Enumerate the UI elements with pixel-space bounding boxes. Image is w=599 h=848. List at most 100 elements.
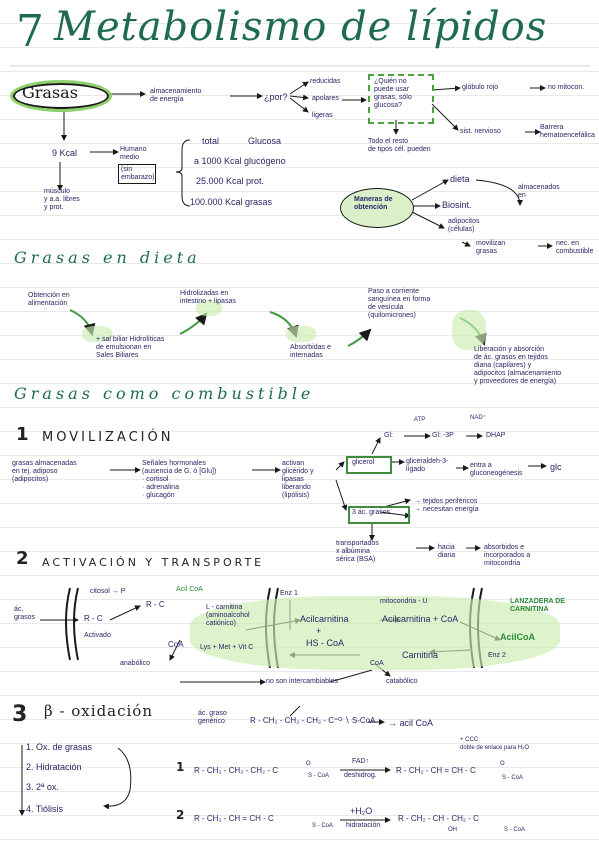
adipocitos-text: adipocitos (células) — [448, 218, 480, 233]
cis-note: + CCC doble de enlace para H₂O — [460, 737, 530, 751]
dieta-step-1: Obtención en alimentación — [28, 292, 70, 307]
step-number-3: 3 — [12, 702, 28, 727]
sist-nervioso-text: sist. nervioso — [460, 128, 501, 135]
acidos-grasos-text: 3 ác. grasos — [352, 509, 391, 516]
acilcarnitina-text: Acilcarnitina — [300, 614, 349, 624]
s-coa-label-4: S - CoA — [504, 827, 526, 833]
r-c-formula: R - C — [84, 614, 103, 623]
coa-a-text: CoA — [168, 640, 184, 649]
transport-highlight — [190, 596, 560, 670]
s-coa-label-3: S - CoA — [312, 823, 334, 829]
reducidas-text: reducidas — [310, 78, 341, 85]
acilcarnitina-coa: Acilcarnitina + CoA — [382, 614, 459, 624]
highlight — [82, 326, 112, 342]
beta-step-3: 3. 2ª ox. — [26, 782, 59, 792]
todo-resto-text: Todo el resto de tipos cél. pueden — [368, 138, 431, 153]
dieta-heading: Grasas en dieta — [14, 248, 201, 267]
dieta-text: dieta — [450, 174, 470, 184]
oh-label: OH — [448, 827, 457, 833]
anabolico-text: anabólico — [120, 660, 150, 667]
reaction-1-number: 1 — [176, 760, 185, 774]
por-que-text: ¿por? — [264, 92, 288, 102]
chapter-number: 7 — [16, 6, 44, 57]
o-label-2: O — [500, 761, 505, 767]
highlight — [196, 300, 222, 316]
reserva-glucogeno: a 1000 Kcal glucógeno — [194, 156, 286, 166]
grasas-label: Grasas — [22, 83, 78, 102]
plus-sign: + — [316, 626, 322, 636]
transportados-text: transportados x albúmina sérica (BSA) — [336, 540, 379, 563]
entra-gluconeo: entra a gluconeogénesis — [470, 462, 523, 477]
l-carnitina-text: L - carnitina (aminoalcohol catiónico) — [206, 604, 250, 627]
glucosa-text: Glucosa — [248, 136, 282, 146]
dieta-step-6: Liberación y absorción de ác. grasos en … — [474, 346, 562, 385]
quien-box — [368, 74, 434, 124]
movilizan-text: movilizan grasas — [476, 240, 506, 255]
glicerol-box — [346, 456, 392, 474]
hs-coa-text: HS - CoA — [306, 638, 345, 648]
hidratacion-text: hidratación — [346, 822, 381, 829]
acidos-grasos-box — [348, 506, 410, 524]
enz2-text: Enz 2 — [488, 652, 506, 659]
dieta-step-5: Paso a corriente sanguínea en forma de v… — [368, 288, 431, 319]
reaction-2-right: R - CH₂ - CH - CH₂ - C — [398, 814, 479, 823]
enz1-text: Enz 1 — [280, 590, 298, 597]
r-c-formula-2: R - C — [146, 600, 165, 609]
ligeras-text: ligeras — [312, 112, 333, 119]
gl-text: Gl: — [384, 432, 393, 439]
coa-text: CoA — [370, 660, 384, 667]
lanzadera-text: LANZADERA DE CARNITINA — [510, 598, 565, 613]
nad-text: NAD⁺ — [470, 415, 486, 421]
maneras-ellipse — [340, 188, 414, 228]
barrera-text: Barrera hematoencefálica — [540, 124, 595, 139]
biosint-text: Biosint. — [442, 200, 472, 210]
acil-coa-mito: AcilCoA — [500, 632, 536, 642]
s-coa-label: S - CoA — [308, 773, 330, 779]
catabolico-text: catabólico — [386, 678, 418, 685]
acil-coa-result: → acil CoA — [388, 718, 434, 728]
h2o-text: +H₂O — [350, 806, 373, 816]
no-intercambiables: no son intercambiables — [266, 678, 338, 685]
nec-energ-text: nec. en combustible — [556, 240, 594, 255]
glc-text: glc — [550, 462, 562, 472]
beta-step-4: 4. Tiólisis — [26, 804, 64, 814]
acil-coa-label: Acil CoA — [176, 586, 203, 593]
sin-embarazo-box — [118, 164, 156, 184]
citosol-text: citosol → P — [90, 588, 126, 595]
highlight — [452, 310, 486, 350]
movilizacion-heading: MOVILIZACIÓN — [42, 430, 174, 445]
grasas-pill — [10, 80, 112, 112]
dhap-text: DHAP — [486, 432, 506, 439]
maneras-text: Maneras de obtención — [354, 196, 393, 211]
lys-text: Lys + Met + Vit C — [200, 644, 254, 651]
fad-text: FAD↑ — [352, 758, 370, 765]
activacion-heading: ACTIVACIÓN Y TRANSPORTE — [42, 556, 265, 569]
grasas-almacenadas: grasas almacenadas en tej. adiposo (adip… — [12, 460, 77, 483]
sin-embarazo-text: (sin embarazo) — [121, 166, 155, 181]
atp-text: ATP — [414, 417, 426, 423]
globulo-text: glóbulo rojo — [462, 84, 499, 91]
reserva-grasas: 100.000 Kcal grasas — [190, 197, 273, 207]
activado-text: Activado — [84, 632, 111, 639]
glicerol-text: glicerol — [352, 459, 375, 466]
humano-text: Humano medio — [120, 146, 147, 161]
ac-grasos-text: ác. grasos — [14, 606, 36, 621]
gliceraldeh-text: gliceraldeh-3- lígado — [406, 458, 449, 473]
absorbidos-text: absorbidos e incorporados a mitocondria — [484, 544, 531, 567]
dieta-step-2: + sal biliar Hidrolíticas de emulsionan … — [96, 336, 165, 359]
step-number-1: 1 — [16, 424, 29, 445]
o-label: O — [306, 761, 311, 767]
tejidos-perif: → tejidos periféricos → necesitan energí… — [414, 498, 479, 513]
reaction-1-right: R - CH₂ - CH = CH - C — [396, 766, 476, 775]
reserva-prot: 25.000 Kcal prot. — [196, 176, 265, 186]
total-text: total — [202, 136, 220, 146]
deshidrog-text: deshidrog. — [344, 772, 377, 779]
hacia-diana: hacia diana — [438, 544, 456, 559]
step-number-2: 2 — [16, 548, 29, 569]
formula-acil: R - CH₂ - CH₂ - CH₂ - C⁼ᴼ ∖ S-CoA — [250, 716, 376, 725]
almacenamiento-text: almacenamiento de energía — [150, 88, 202, 103]
mitocondria-text: mitocondria - U — [380, 598, 428, 605]
reaction-1-left: R - CH₂ - CH₂ - CH₂ - C — [194, 766, 278, 775]
page-title: Metabolismo de lípidos — [54, 4, 548, 50]
ac-graso-generico: ác. graso genérico — [198, 710, 227, 725]
